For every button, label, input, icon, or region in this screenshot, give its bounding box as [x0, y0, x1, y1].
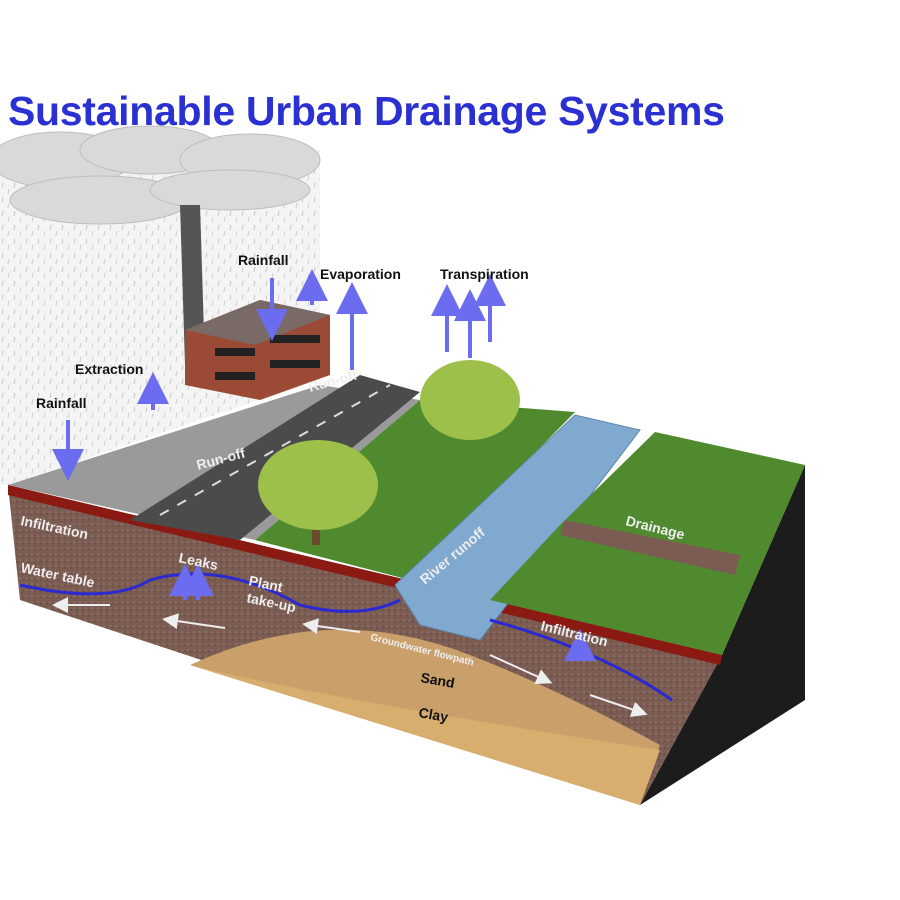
factory-building — [180, 205, 330, 400]
label-rainfall-left: Rainfall — [36, 395, 87, 411]
label-rainfall-top: Rainfall — [238, 252, 289, 268]
drainage-trench — [560, 520, 740, 575]
grass-field — [255, 400, 575, 580]
label-extraction: Extraction — [75, 361, 143, 377]
block-side — [640, 465, 805, 805]
label-evaporation: Evaporation — [320, 266, 401, 282]
clouds — [0, 125, 321, 225]
label-transpiration: Transpiration — [440, 266, 529, 282]
groundwater-arrows — [52, 597, 648, 717]
label-plant-takeup-1: Plant — [247, 572, 284, 595]
rain-area — [0, 150, 320, 485]
tree-2 — [420, 360, 520, 440]
diagram-title: Sustainable Urban Drainage Systems — [8, 88, 725, 134]
label-sand: Sand — [419, 669, 455, 691]
label-clay: Clay — [417, 704, 449, 725]
tree-1 — [258, 440, 378, 545]
clay-layer — [190, 665, 660, 805]
flow-arrows — [52, 269, 596, 661]
